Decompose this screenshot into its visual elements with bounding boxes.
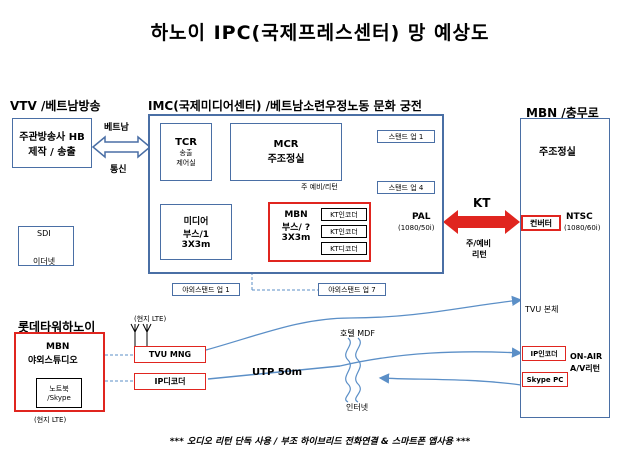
legend-sdi: SDI [37,229,51,238]
kt-encoder-1: KT인코더 [321,208,367,221]
mbn-booth-line3: 3X3m [281,233,311,243]
vtv-box: 주관방송사 HB 제작 / 송출 [12,118,92,168]
tcr-box: TCR 송출 제어실 [160,123,212,181]
mbn-booth-box: MBN 부스/ ? 3X3m KT인코더 KT인코더 KT디코더 [268,202,371,262]
tcr-sub2: 제어실 [176,158,196,167]
lotte-lte-label: (현지 LTE) [34,416,67,424]
tvu-main-label: TVU 본체 [525,305,559,314]
legend-box: SDI 이더넷 [18,226,74,266]
skype-pc-box: Skype PC [522,372,568,387]
tvu-mng-box: TVU MNG [134,346,206,363]
mbn-booth-line2: 부스/ ? [281,223,311,233]
ip-encoder-box: IP인코더 [522,346,566,361]
vtv-header: VTV /베트남방송 [10,99,101,113]
mcr-sub: 주조정실 [267,154,305,165]
onair-sub-label: A/V리턴 [570,364,601,373]
page-title: 하노이 IPC(국제프레스센터) 망 예상도 [150,22,490,44]
mbn-booth-line1: MBN [284,210,308,220]
vtv-link-bottom: 통신 [110,165,127,175]
laptop-line2: /Skype [47,394,71,402]
kt-encoder-2: KT인코더 [321,225,367,238]
hotel-mdf-label: 호텔 MDF [340,329,375,338]
lotte-studio-box: MBN 야외스튜디오 노트북 /Skype [14,332,105,412]
tcr-sub1: 송출 [179,148,193,157]
laptop-line1: 노트북 [49,385,69,393]
imc-header: IMC(국제미디어센터) /베트남소련우정노동 문화 궁전 [148,99,422,113]
kt-sub1: 주/예비 [466,239,492,248]
laptop-skype-box: 노트북 /Skype [36,378,82,408]
mcr-box: MCR 주조정실 [230,123,342,181]
vtv-imc-arrow [91,135,152,159]
internet-label: 인터넷 [346,403,369,412]
legend-ethernet: 이더넷 [33,257,56,266]
onair-label: ON-AIR [570,352,603,361]
mbn-header: MBN /충무로 [526,106,599,120]
mcr-name: MCR [273,139,299,150]
lotte-studio-line2: 야외스튜디오 [28,356,78,366]
stand-up-4: 스탠드 업 4 [377,181,435,194]
outdoor-stand-up-7: 야외스탠드 업 7 [318,283,386,296]
ntsc-spec: (1080/60i) [564,224,601,232]
kt-label: KT [473,196,491,210]
vtv-line2: 제작 / 송출 [28,147,76,158]
utp-label: UTP 50m [252,367,303,378]
mcr-mbn-link-label: 주 예비/리턴 [301,183,338,191]
pal-spec: (1080/50i) [398,224,435,232]
media-booth-line3: 3X3m [181,240,211,250]
converter-box: 컨버터 [521,215,561,231]
media-booth-line2: 부스/1 [182,230,210,240]
ip-decoder-box: IP디코더 [134,373,206,390]
pal-label: PAL [412,212,431,222]
kt-sub2: 리턴 [472,250,487,259]
media-booth-line1: 미디어 [183,217,209,227]
outdoor-stand-up-1: 야외스탠드 업 1 [172,283,240,296]
mbn-control-room: 주조정실 [539,147,576,158]
lte-top-label: (현지 LTE) [134,315,167,323]
mbn-building-box: 주조정실 [520,118,610,418]
tcr-name: TCR [175,136,197,148]
lotte-studio-line1: MBN [46,342,70,352]
stand-up-1: 스탠드 업 1 [377,130,435,143]
kt-decoder: KT디코더 [321,242,367,255]
vtv-link-top: 베트남 [104,123,129,133]
lotte-header: 롯데타워하노이 [18,320,96,334]
vtv-line1: 주관방송사 HB [19,132,85,143]
ntsc-label: NTSC [566,212,593,222]
footnote: *** 오디오 리턴 단독 사용 / 부조 하이브리드 전화연결 & 스마트폰 … [169,437,471,447]
media-booth-box: 미디어 부스/1 3X3m [160,204,232,260]
